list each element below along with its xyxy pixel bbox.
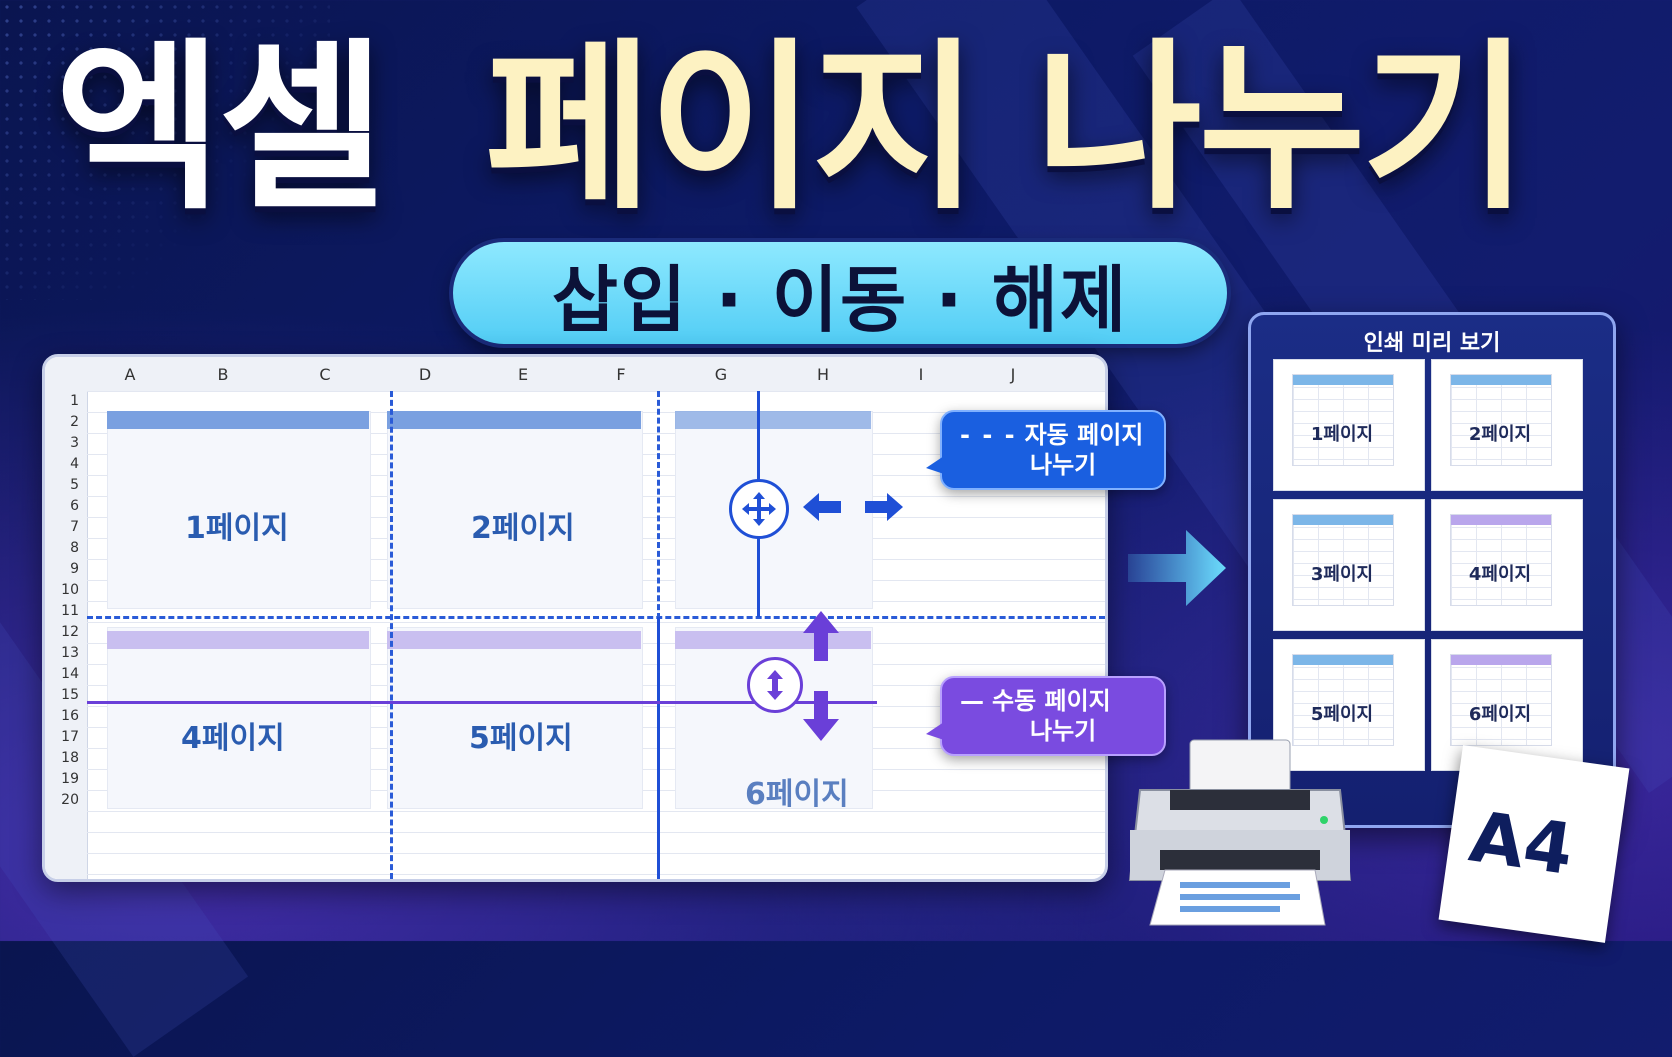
title-page-break: 페이지 나누기	[485, 22, 1529, 234]
a4-label: A4	[1464, 795, 1579, 892]
vertical-arrow-icon	[803, 611, 839, 741]
column-header[interactable]: I	[918, 365, 924, 384]
move-handle[interactable]	[729, 479, 789, 539]
row-header[interactable]: 9	[70, 561, 79, 577]
page-label-2: 2페이지	[471, 511, 575, 546]
page-tile	[387, 627, 643, 809]
header-band	[675, 631, 871, 649]
row-header[interactable]: 4	[70, 456, 79, 472]
solid-line-icon: —	[960, 687, 984, 715]
manual-page-break-vertical[interactable]	[657, 617, 660, 879]
callout-text: 나누기	[1030, 451, 1097, 479]
auto-page-break-vertical[interactable]	[390, 391, 393, 879]
auto-page-break-callout: - - -자동 페이지 나누기	[926, 410, 1166, 490]
preview-page[interactable]: 2페이지	[1431, 359, 1583, 491]
row-header[interactable]: 14	[61, 666, 79, 682]
row-header[interactable]: 17	[61, 729, 79, 745]
header-band	[387, 631, 641, 649]
page-label-4: 4페이지	[181, 721, 285, 756]
column-header[interactable]: H	[816, 365, 830, 384]
row-header[interactable]: 12	[61, 624, 79, 640]
row-header[interactable]: 7	[70, 519, 79, 535]
callout-text: 수동 페이지	[992, 687, 1111, 715]
preview-page-label: 6페이지	[1468, 704, 1532, 725]
page-tile	[107, 411, 371, 609]
page-tile	[387, 411, 643, 609]
preview-page[interactable]: 1페이지	[1273, 359, 1425, 491]
column-header[interactable]: E	[517, 365, 529, 384]
row-header[interactable]: 15	[61, 687, 79, 703]
subtitle-text: 삽입 · 이동 · 해제	[551, 257, 1129, 342]
column-header[interactable]: B	[217, 365, 229, 384]
page-label-5: 5페이지	[469, 721, 573, 756]
background-dots	[0, 0, 330, 300]
row-header[interactable]: 11	[61, 603, 79, 619]
row-header[interactable]: 1	[70, 393, 79, 409]
row-header[interactable]: 13	[61, 645, 79, 661]
column-header[interactable]: D	[418, 365, 432, 384]
preview-page-label: 2페이지	[1468, 424, 1532, 445]
four-way-arrow-icon	[742, 492, 776, 526]
column-header[interactable]: J	[1010, 365, 1016, 384]
preview-page-label: 1페이지	[1310, 424, 1374, 445]
header-band	[107, 411, 369, 429]
preview-page[interactable]: 6페이지	[1431, 639, 1583, 771]
row-header[interactable]: 8	[70, 540, 79, 556]
callout-text: 자동 페이지	[1024, 421, 1144, 449]
print-preview-panel: 인쇄 미리 보기 1페이지 2페이지 3페이지 4페이지 5페이지 6페이지	[1248, 312, 1616, 828]
auto-page-break-horizontal[interactable]	[87, 616, 1105, 619]
page-tile	[107, 627, 371, 809]
row-header[interactable]: 10	[61, 582, 79, 598]
horizontal-arrow-icon	[803, 493, 903, 521]
manual-page-break-horizontal[interactable]	[87, 701, 877, 704]
column-headers: A B C D E F G H I J	[45, 357, 1105, 392]
column-header[interactable]: A	[124, 365, 136, 384]
subtitle-pill: 삽입 · 이동 · 해제	[453, 242, 1227, 344]
preview-page-label: 3페이지	[1310, 564, 1374, 585]
printer-icon	[1128, 739, 1352, 926]
print-preview-title: 인쇄 미리 보기	[1363, 331, 1501, 356]
row-headers: 1 2 3 4 5 6 7 8 9 10 11 12 13 14 15 16 1…	[45, 391, 88, 879]
preview-page[interactable]: 4페이지	[1431, 499, 1583, 631]
column-header[interactable]: F	[616, 365, 626, 384]
row-header[interactable]: 18	[61, 750, 79, 766]
callout-text: 나누기	[1030, 717, 1097, 745]
dash-line-icon: - - -	[960, 421, 1017, 449]
row-header[interactable]: 19	[61, 771, 79, 787]
a4-paper: A4	[1438, 745, 1630, 943]
vertical-arrow-icon	[767, 670, 783, 700]
preview-page[interactable]: 3페이지	[1273, 499, 1425, 631]
preview-page[interactable]: 5페이지	[1273, 639, 1425, 771]
manual-page-break-callout: — 수동 페이지 나누기	[926, 676, 1166, 756]
row-header[interactable]: 2	[70, 414, 79, 430]
column-header[interactable]: G	[714, 365, 728, 384]
header-band	[107, 631, 369, 649]
row-header[interactable]: 6	[70, 498, 79, 514]
page-label-1: 1페이지	[185, 511, 289, 546]
header-band	[387, 411, 641, 429]
header-band	[675, 411, 871, 429]
row-header[interactable]: 5	[70, 477, 79, 493]
preview-page-label: 5페이지	[1310, 704, 1374, 725]
page-label-6: 6페이지	[745, 777, 849, 812]
auto-page-break-vertical[interactable]	[657, 391, 660, 619]
preview-page-label: 4페이지	[1468, 564, 1532, 585]
row-header[interactable]: 20	[61, 792, 79, 808]
row-header[interactable]: 3	[70, 435, 79, 451]
row-header[interactable]: 16	[61, 708, 79, 724]
resize-handle[interactable]	[747, 657, 803, 713]
right-arrow-icon	[1128, 530, 1226, 606]
column-header[interactable]: C	[319, 365, 331, 384]
title-excel: 엑셀	[55, 22, 386, 234]
